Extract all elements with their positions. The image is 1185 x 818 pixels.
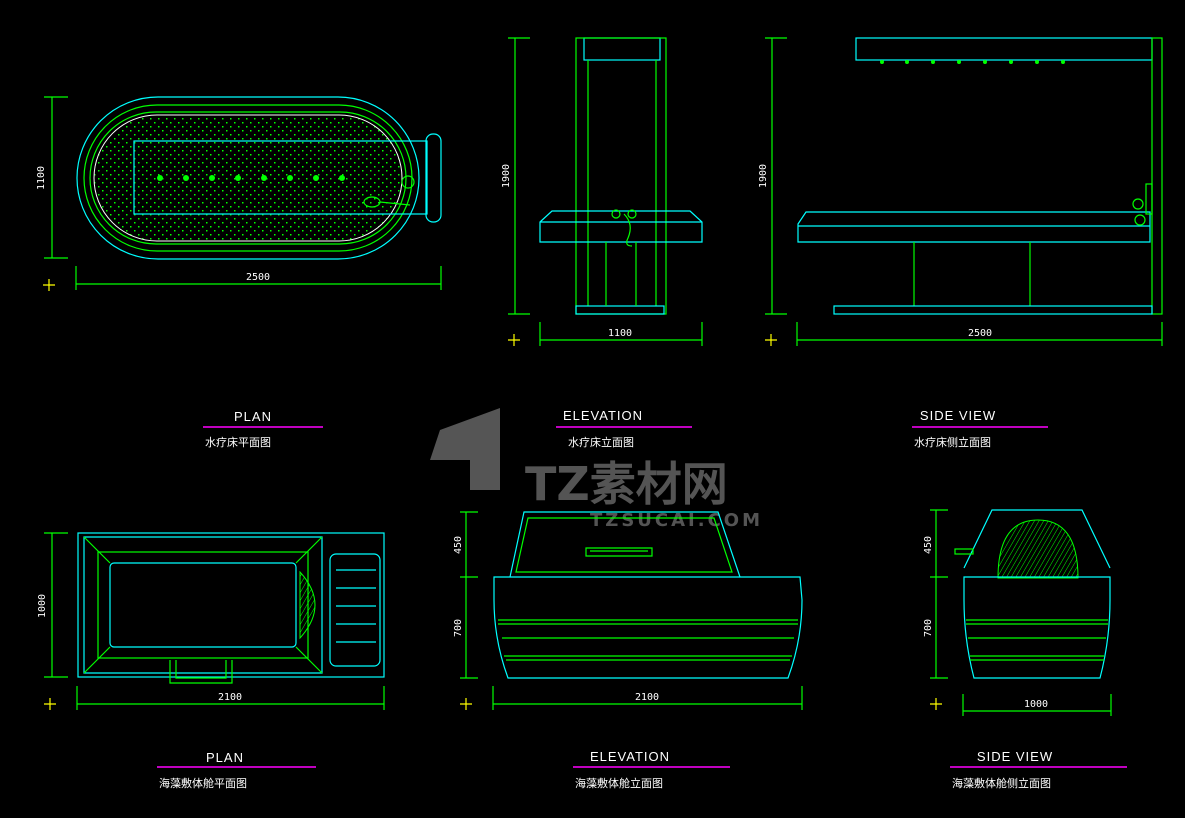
side-view-title: SIDE VIEW xyxy=(977,749,1053,764)
elevation-title: ELEVATION xyxy=(563,408,643,423)
dimension-width: 2100 xyxy=(218,692,242,703)
dimension-width: 1000 xyxy=(1024,699,1048,710)
dimension-width: 2100 xyxy=(635,692,659,703)
side-view-caption: 海藻敷体舱侧立面图 xyxy=(952,776,1051,790)
watermark-url: TZSUCAI.COM xyxy=(590,510,763,531)
dimension-width: 2500 xyxy=(246,272,270,283)
origin-marker-icon xyxy=(508,334,520,346)
seaweed-capsule-plan-view: 1000 2100 xyxy=(37,532,385,710)
side-view-caption: 水疗床侧立面图 xyxy=(914,435,991,449)
dimension-width: 2500 xyxy=(968,328,992,339)
side-view-title: SIDE VIEW xyxy=(920,408,996,423)
watermark-brand: TZ素材网 xyxy=(525,457,728,511)
origin-marker-icon xyxy=(765,334,777,346)
dimension-width: 1100 xyxy=(608,328,632,339)
watermark: TZ素材网 TZSUCAI.COM xyxy=(418,408,763,531)
spa-bed-elevation-view: 1900 1100 xyxy=(501,37,703,346)
origin-marker-icon xyxy=(44,698,56,710)
origin-marker-icon xyxy=(460,698,472,710)
dimension-height-top: 450 xyxy=(923,536,934,554)
elevation-caption: 海藻敷体舱立面图 xyxy=(575,776,663,790)
dimension-height-top: 450 xyxy=(453,536,464,554)
origin-marker-icon xyxy=(930,698,942,710)
spa-bed-plan-view: 1100 2500 xyxy=(36,96,442,291)
dimension-height: 1900 xyxy=(758,164,769,188)
dimension-height-bottom: 700 xyxy=(453,619,464,637)
plan-title: PLAN xyxy=(206,750,244,765)
elevation-caption: 水疗床立面图 xyxy=(568,435,634,449)
seaweed-capsule-elevation-view: 450 700 2100 xyxy=(453,511,803,710)
plan-title: PLAN xyxy=(234,409,272,424)
plan-caption: 海藻敷体舱平面图 xyxy=(159,776,247,790)
dimension-height: 1900 xyxy=(501,164,512,188)
bottom-row-labels: PLAN 海藻敷体舱平面图 ELEVATION 海藻敷体舱立面图 SIDE VI… xyxy=(157,749,1127,790)
dimension-height-bottom: 700 xyxy=(923,619,934,637)
plan-caption: 水疗床平面图 xyxy=(205,435,271,449)
dimension-height: 1000 xyxy=(37,594,48,618)
seaweed-capsule-side-view: 450 700 1000 xyxy=(923,509,1112,716)
origin-marker-icon xyxy=(43,279,55,291)
spa-bed-side-view: 1900 2500 xyxy=(758,37,1163,346)
top-row-labels: PLAN 水疗床平面图 ELEVATION 水疗床立面图 SIDE VIEW 水… xyxy=(203,408,1048,449)
elevation-title: ELEVATION xyxy=(590,749,670,764)
dimension-height: 1100 xyxy=(36,166,47,190)
